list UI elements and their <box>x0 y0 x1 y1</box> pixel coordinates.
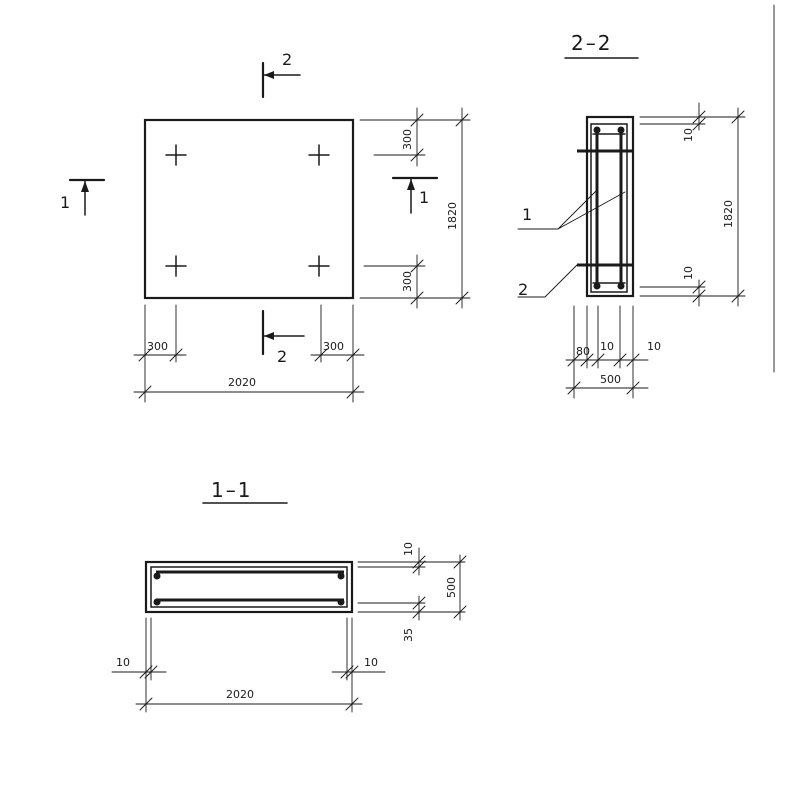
section-2-2: 2–2 1 2 10 10 1820 80 10 10 500 <box>517 31 746 399</box>
section-1-1-cover-left-label: 10 <box>116 656 130 669</box>
section-2-2-title: 2–2 <box>571 31 612 55</box>
rebar-cross-top-right <box>308 144 330 166</box>
plan-dim-bottom: 300 300 2020 <box>133 304 365 403</box>
section-2-2-bar-dot <box>617 282 625 290</box>
plan-edge-top-label: 300 <box>401 129 414 150</box>
section-2-2-dim-80-label: 80 <box>576 345 590 358</box>
plan-view: 2 2 1 1 300 300 <box>60 50 471 403</box>
section-2-2-bar-dot <box>617 126 625 134</box>
cut-mark-1-left-label: 1 <box>60 193 70 212</box>
section-2-2-transverse-bars <box>577 149 633 267</box>
section-1-1-bar-dot <box>337 598 345 606</box>
plan-edge-bottom-label: 300 <box>401 271 414 292</box>
plan-height-label: 1820 <box>446 202 459 230</box>
plan-edge-left-label: 300 <box>147 340 168 353</box>
section-2-2-dim-10b-label: 10 <box>647 340 661 353</box>
section-2-2-dim-10a-label: 10 <box>600 340 614 353</box>
section-1-1-bar-dot <box>337 572 345 580</box>
section-2-2-cover-bottom-label: 10 <box>682 266 695 280</box>
section-1-1-cover-top-label: 10 <box>402 542 415 556</box>
plan-edge-right-label: 300 <box>323 340 344 353</box>
section-1-1-title: 1–1 <box>211 478 252 502</box>
plan-outline <box>143 118 355 300</box>
section-2-2-bar-dot <box>593 282 601 290</box>
section-1-1-cover-right-label: 10 <box>364 656 378 669</box>
callout-2-label: 2 <box>518 280 528 299</box>
cut-mark-2-bottom-label: 2 <box>277 347 287 366</box>
callout-2-leader <box>517 264 578 298</box>
section-2-2-cage <box>590 123 628 293</box>
cut-mark-2-bottom: 2 <box>261 309 305 366</box>
rebar-crosses <box>165 144 330 277</box>
cut-mark-1-left: 1 <box>60 178 106 216</box>
rebar-cross-bottom-right <box>308 255 330 277</box>
section-2-2-bar-dot <box>593 126 601 134</box>
cut-mark-1-right-label: 1 <box>419 188 429 207</box>
section-2-2-outline <box>585 115 635 298</box>
section-1-1-outline <box>144 560 354 614</box>
section-1-1-width-label: 2020 <box>226 688 254 701</box>
rebar-cross-bottom-left <box>165 255 187 277</box>
section-1-1-bar-dot <box>153 572 161 580</box>
section-1-1-longitudinal-bars <box>156 570 344 602</box>
rebar-cross-top-left <box>165 144 187 166</box>
section-1-1-bar-dot <box>153 598 161 606</box>
callout-1-label: 1 <box>522 205 532 224</box>
section-1-1-depth-label: 500 <box>445 577 458 598</box>
section-2-2-height-label: 1820 <box>722 200 735 228</box>
section-2-2-width-label: 500 <box>600 373 621 386</box>
cut-mark-1-right: 1 <box>391 176 439 214</box>
section-2-2-vertical-bars <box>595 128 623 288</box>
plan-dim-right: 300 300 1820 <box>359 107 471 309</box>
cut-mark-2-top-label: 2 <box>282 50 292 69</box>
section-2-2-cover-top-label: 10 <box>682 128 695 142</box>
callout-1-leader <box>517 189 626 230</box>
section-1-1: 1–1 10 500 35 10 10 2020 <box>111 478 467 713</box>
section-1-1-cage <box>150 566 348 608</box>
plan-width-label: 2020 <box>228 376 256 389</box>
cut-mark-2-top: 2 <box>261 50 301 99</box>
section-1-1-cover-bottom-label: 35 <box>402 628 415 642</box>
